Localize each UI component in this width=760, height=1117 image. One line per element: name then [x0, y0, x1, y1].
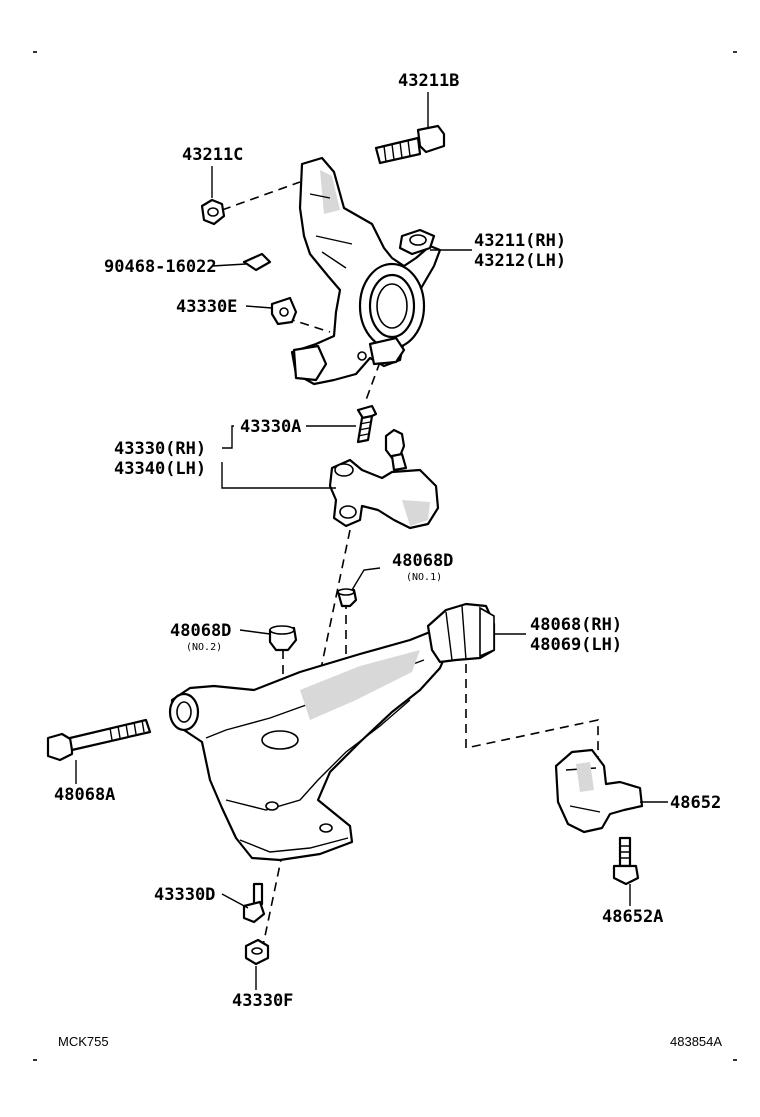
bolt-icon [374, 124, 446, 165]
bushing-bracket-icon [554, 748, 644, 834]
bracket-clip-icon [270, 296, 298, 326]
bushing-icon [268, 625, 298, 652]
bushing-icon [336, 588, 358, 608]
nut-icon [242, 882, 266, 924]
leader-lines [75, 92, 668, 990]
label-48068D-no1: 48068D [392, 551, 453, 571]
bushing-icon [426, 602, 496, 664]
label-43340-lh: 43340(LH) [114, 459, 206, 479]
nut-icon [244, 938, 270, 966]
lower-arm-icon [168, 626, 454, 862]
nut-icon [200, 198, 226, 226]
label-43211B: 43211B [398, 71, 459, 91]
figure-number: 483854A [670, 1034, 722, 1049]
label-43330A: 43330A [240, 417, 301, 437]
label-48068D-no2-note: (NO.2) [186, 642, 222, 653]
label-43330-rh: 43330(RH) [114, 439, 206, 459]
label-48652: 48652 [670, 793, 721, 813]
ball-joint-icon [328, 428, 440, 530]
label-43330D: 43330D [154, 885, 215, 905]
label-48068D-no1-note: (NO.1) [406, 572, 442, 583]
bolt-icon [356, 404, 378, 444]
label-48068A: 48068A [54, 785, 115, 805]
label-43330F: 43330F [232, 991, 293, 1011]
label-48069-lh: 48069(LH) [530, 635, 622, 655]
diagram-code: MCK755 [58, 1034, 109, 1049]
label-43211-rh: 43211(RH) [474, 231, 566, 251]
bolt-icon [46, 718, 152, 762]
label-43211C: 43211C [182, 145, 243, 165]
steering-knuckle-icon [290, 156, 442, 386]
label-48068-rh: 48068(RH) [530, 615, 622, 635]
label-48652A: 48652A [602, 907, 663, 927]
label-43330E: 43330E [176, 297, 237, 317]
bolt-icon [612, 836, 640, 886]
clip-icon [242, 252, 272, 272]
label-90468-16022: 90468-16022 [104, 257, 217, 277]
label-48068D-no2: 48068D [170, 621, 231, 641]
label-43212-lh: 43212(LH) [474, 251, 566, 271]
